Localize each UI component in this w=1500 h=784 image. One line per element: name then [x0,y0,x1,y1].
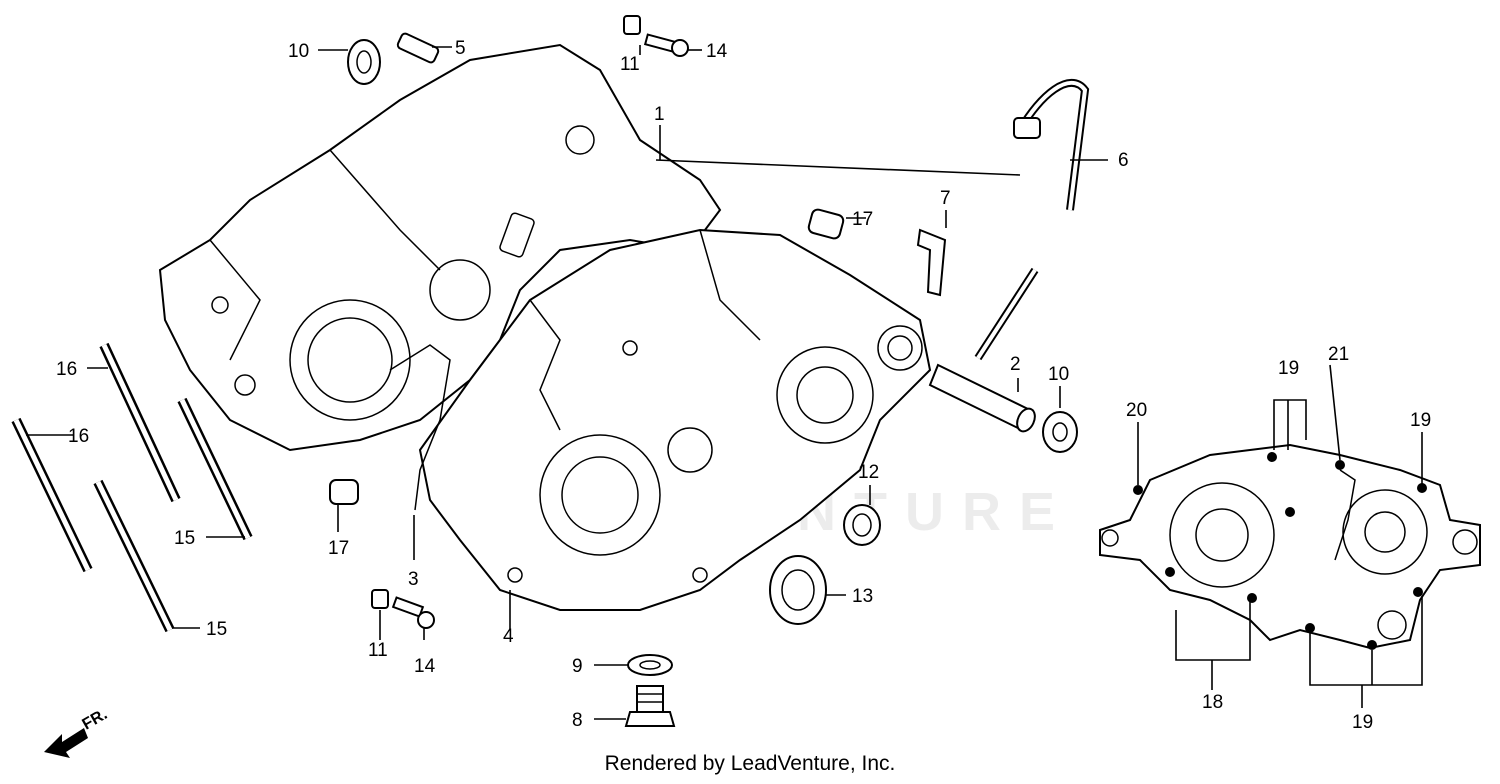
callout-17-top: 17 [852,209,873,230]
bolt-14-lower [391,596,425,618]
stud-16-upper [99,342,181,503]
callout-6: 6 [1118,150,1129,171]
callout-15-upper: 15 [174,528,195,549]
callout-4: 4 [503,626,514,647]
washer-10-top [347,39,381,85]
callout-15-lower: 15 [206,619,227,640]
washer-10-right [1042,411,1078,453]
breather-tube [1016,78,1090,211]
footer-credit: Rendered by LeadVenture, Inc. [604,752,896,775]
callout-9: 9 [572,656,583,677]
dowel-17-top [807,208,845,240]
callout-10-right: 10 [1048,364,1069,385]
bolt-14-top [643,33,677,53]
callout-8: 8 [572,710,583,731]
callout-3: 3 [408,569,419,590]
drain-bolt-8 [624,685,676,727]
callout-19-top: 19 [1278,358,1299,379]
sealing-washer-9 [627,654,673,676]
callout-7: 7 [940,188,951,209]
right-crankcase-half [418,228,932,611]
oil-seal-13 [769,555,827,625]
callout-20: 20 [1126,400,1147,421]
stud-15-upper [177,397,253,541]
stud-15-lower [93,479,175,633]
callout-17-lower: 17 [328,538,349,559]
bracket-7 [916,228,947,297]
callout-14-lower: 14 [414,656,436,677]
callout-18: 18 [1202,692,1223,713]
callout-11-lower: 11 [368,640,388,661]
callout-10-top: 10 [288,41,309,62]
callout-14-top: 14 [706,41,728,62]
clip-11-lower [371,589,389,609]
nipple-5 [396,32,440,64]
leader-lines [26,45,1423,720]
front-arrow-icon: FR. [44,706,110,758]
callout-19-bottom: 19 [1352,712,1373,733]
oil-seal-12 [843,504,881,546]
callout-labels: 10 5 11 14 1 6 17 7 2 10 12 13 16 16 15 … [56,38,1431,733]
callout-5: 5 [455,38,466,59]
callout-12: 12 [858,462,879,483]
callout-16-lower: 16 [68,426,89,447]
callout-13: 13 [852,586,873,607]
callout-11-top: 11 [620,54,640,75]
dowel-17-lower [329,479,359,505]
clip-11-top [623,15,641,35]
gasket [389,344,451,511]
callout-19-right: 19 [1410,410,1431,431]
callout-21: 21 [1328,344,1349,365]
callout-2: 2 [1010,354,1021,375]
callout-1: 1 [654,104,665,125]
stud-16-lower [11,417,93,573]
callout-16-upper: 16 [56,359,77,380]
bolt-location-inset [1099,443,1481,650]
pipe-2 [928,363,1036,433]
